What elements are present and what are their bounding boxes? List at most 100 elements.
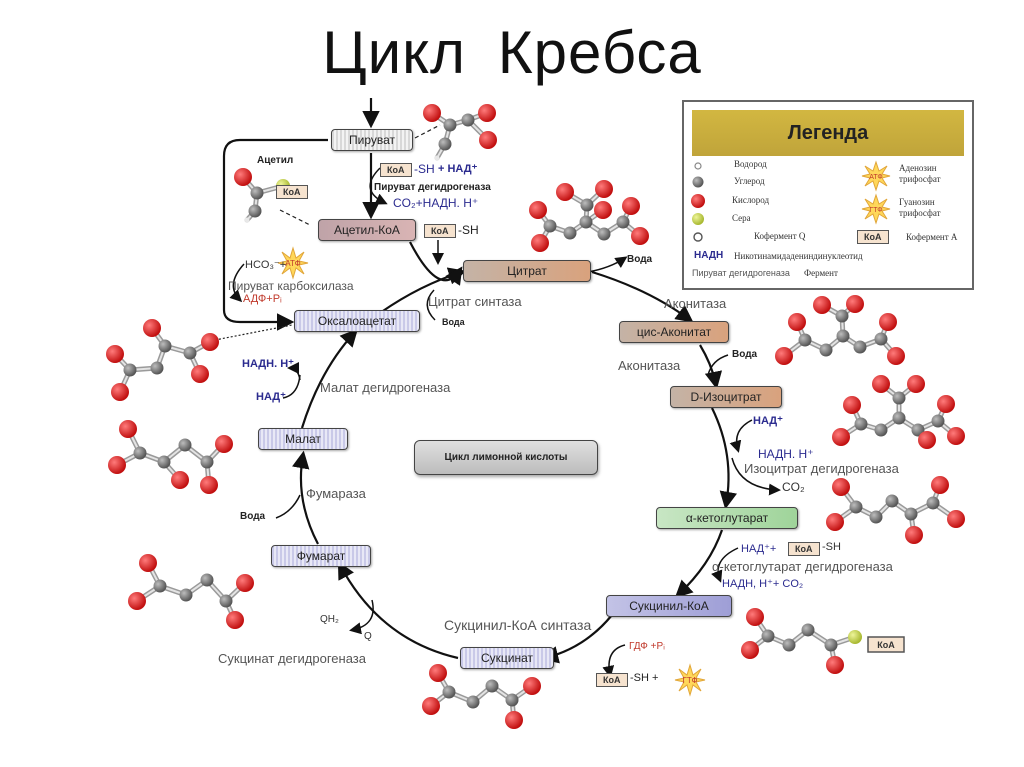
oxygen-atom [191,365,209,383]
side-arrow-mdh2 [287,362,301,381]
oxygen-atom [947,510,965,528]
enzyme-malate-dh: Малат дегидрогеназа [320,380,451,395]
carbon-atom [183,346,197,360]
carbon-atom [874,332,888,346]
carbon-atom [892,411,906,425]
oxygen-atom [556,183,574,201]
node-fumarate: Фумарат [271,545,371,567]
enzyme-pyruvate-dh: Пируват дегидрогеназа [374,182,491,193]
isocitrate-molecule [832,375,965,449]
enzyme-pyruvate-carboxylase: Пируват карбоксилаза [228,279,354,293]
koa-box-acetyl: КоА [276,185,308,199]
oxygen-atom [478,104,496,122]
oxygen-atom [215,435,233,453]
oxygen-atom [843,396,861,414]
carbon-atom [836,329,850,343]
oxygen-atom [111,383,129,401]
side-arrow-aconitate-water [707,354,729,376]
carbon-atom [854,417,868,431]
oxygen-atom [832,478,850,496]
carbon-atom [761,629,775,643]
node-alpha-ketoglutarate: α-кетоглутарат [656,507,798,529]
ketoglutarate-molecule [826,476,965,544]
enzyme-citrate-synthase: Цитрат синтаза [428,294,522,309]
oxygen-atom [887,347,905,365]
water-citrate: Вода [627,254,653,265]
legend-atp-2: трифосфат [899,174,941,184]
carbon-atom [466,695,480,709]
oxygen-atom [595,180,613,198]
oxygen-atom [422,697,440,715]
carbon-atom [580,198,594,212]
hydrogen-atom [434,155,440,161]
nadh-co2-kgdh: НАДН, Н⁺+ CO₂ [722,578,804,590]
legend-oxygen: Кислород [732,195,770,205]
node-cis-aconitate: цис-Аконитат [619,321,729,343]
gtp-icon: ГТФ [674,663,706,697]
legend-panel: Легенда АТФ ГТФ Водород Углерод Кислород… [682,100,974,290]
legend-gtp-2: трифосфат [899,208,941,218]
carbon-atom [248,204,262,218]
carbon-icon [692,176,704,188]
carbon-atom [869,510,883,524]
carbon-atom [874,423,888,437]
oxygen-atom [226,611,244,629]
node-pyruvate: Пируват [331,129,413,151]
side-arrow-idh-nad [729,419,753,453]
carbon-atom [461,113,475,127]
svg-text:ГТФ: ГТФ [682,676,697,685]
enzyme-aconitase-2: Аконитаза [618,358,681,373]
dashed-acetyl-molecule [279,209,311,226]
carbon-atom [819,343,833,357]
node-isocitrate: D-Изоцитрат [670,386,782,408]
fumarate-molecule [128,554,254,629]
legend-carbon: Углерод [734,176,765,186]
legend-sulfur: Сера [732,213,751,223]
oxygen-atom [907,375,925,393]
carbon-atom [849,500,863,514]
hco3-label: HCO₃⁻+ [245,259,287,271]
svg-text:АТФ: АТФ [285,259,300,268]
carbon-atom [200,455,214,469]
oxygen-atom [832,428,850,446]
oxygen-atom [529,201,547,219]
node-acetyl-coa: Ацетил-КоА [318,219,416,241]
arrow-acetylcoa-to-citrate [409,241,463,286]
carbon-atom [543,219,557,233]
carbon-atom [123,363,137,377]
atp-icon: АТФ [277,246,309,280]
enzyme-aconitase-1: Аконитаза [664,296,727,311]
oxygen-atom [531,234,549,252]
oxaloacetate-molecule [106,319,219,401]
svg-text:КоА: КоА [877,640,895,650]
svg-text:АТФ: АТФ [869,174,883,181]
hydrogen-icon [694,162,702,170]
oxygen-atom [741,641,759,659]
oxygen-atom [788,313,806,331]
carbon-atom [885,494,899,508]
nad-plus-pdh: + НАД⁺ [438,163,478,175]
legend-enzyme-example: Пируват дегидрогеназа [692,268,790,278]
oxygen-atom [872,375,890,393]
oxygen-atom [826,513,844,531]
side-arrow-kgdh [711,547,739,583]
oxygen-atom [200,476,218,494]
nadh-idh: НАДН. Н⁺ [758,447,814,461]
co2-idh: CO₂ [782,480,805,494]
carbon-atom [158,339,172,353]
hydrogen-atom [244,217,250,223]
arrow-fumarate-to-malate [292,450,319,545]
carbon-atom [801,623,815,637]
oxygen-atom [479,131,497,149]
carbon-atom [219,594,233,608]
arrow-kg-to-succinylcoa [674,529,724,599]
sulfur-icon [692,213,704,225]
oxygen-icon [691,194,705,208]
arrow-citrate-to-aconitate [591,270,694,323]
carbon-atom [563,226,577,240]
oxygen-atom [931,476,949,494]
oxygen-atom [171,471,189,489]
oxygen-atom [423,104,441,122]
oxygen-atom [879,313,897,331]
carbon-atom [178,438,192,452]
